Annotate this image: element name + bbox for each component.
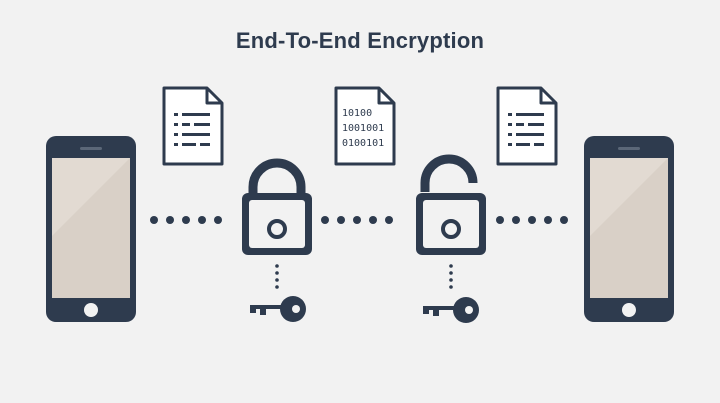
closed-padlock-icon <box>242 158 312 255</box>
receiver-smartphone-icon <box>584 136 674 322</box>
connector-dots-right <box>496 216 568 224</box>
binary-line-3: 0100101 <box>342 138 384 149</box>
key-icon-right <box>423 297 479 323</box>
connector-dots-middle <box>321 216 393 224</box>
binary-line-1: 10100 <box>342 108 372 119</box>
connector-dots-left <box>150 216 222 224</box>
sender-smartphone-icon <box>46 136 136 322</box>
binary-line-2: 1001001 <box>342 123 384 134</box>
key-icon-left <box>250 296 306 322</box>
plain-document-icon <box>162 86 224 166</box>
key-link-left <box>275 264 279 289</box>
decrypted-document-icon <box>496 86 558 166</box>
diagram-title: End-To-End Encryption <box>235 28 485 53</box>
key-link-right <box>449 264 453 289</box>
encrypted-document-icon: 10100 1001001 0100101 <box>334 86 396 166</box>
open-padlock-icon <box>416 154 486 255</box>
